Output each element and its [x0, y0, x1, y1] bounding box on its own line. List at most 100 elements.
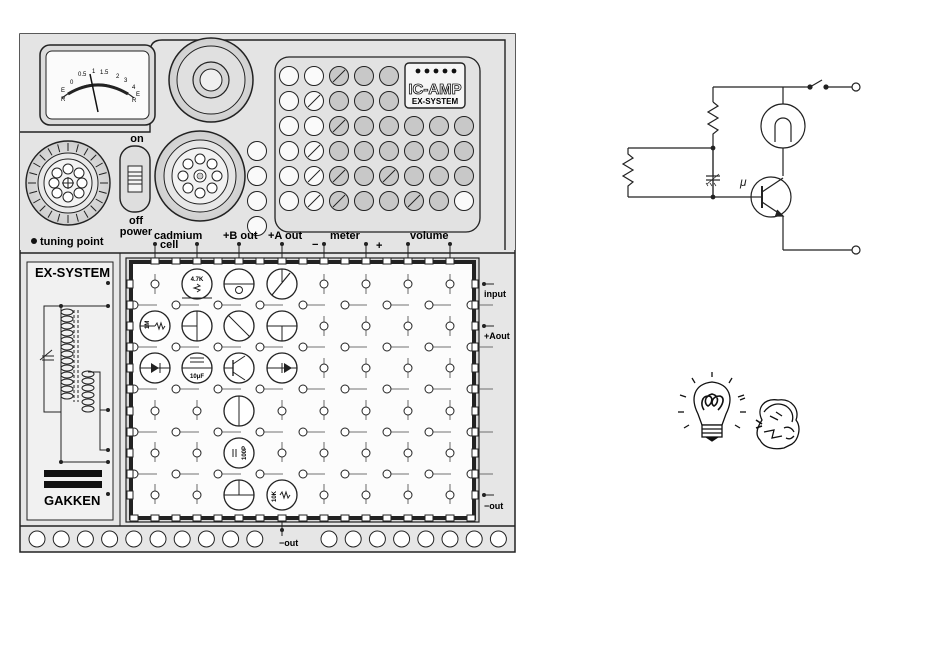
lightbulb-character-illustration — [678, 372, 799, 449]
breadboard-hole — [299, 343, 307, 351]
badge-top-text: IC-AMP — [408, 81, 461, 98]
breadboard-hole — [446, 491, 454, 499]
breadboard-hole — [172, 343, 180, 351]
side-pin-left — [127, 301, 133, 309]
breadboard-hole — [404, 449, 412, 457]
breadboard-hole — [425, 428, 433, 436]
bottom-pin — [446, 515, 454, 521]
panel-hole — [355, 67, 374, 86]
panel-hole — [248, 142, 267, 161]
connector-pin — [404, 258, 412, 264]
breadboard-hole — [383, 343, 391, 351]
side-pin-left — [127, 491, 133, 499]
side-pin-left — [127, 407, 133, 415]
breadboard-hole — [256, 301, 264, 309]
panel-hole — [248, 167, 267, 186]
brand-system: EX-SYSTEM — [35, 265, 110, 280]
bottom-pin — [193, 515, 201, 521]
side-pin-right — [472, 470, 478, 478]
switch-on-label: on — [130, 133, 144, 145]
breadboard-hole — [446, 407, 454, 415]
panel-hole — [380, 67, 399, 86]
breadboard-hole — [341, 301, 349, 309]
wire-cross-symbol — [182, 311, 212, 341]
side-pin-left — [127, 343, 133, 351]
breadboard-hole — [320, 364, 328, 372]
badge-dot — [452, 69, 457, 74]
transistor-symbol — [224, 353, 254, 383]
bottom-pin — [235, 515, 243, 521]
capacitor-100p-label: 100P — [242, 446, 248, 460]
resistor-10k-label: 10K — [272, 490, 278, 502]
panel-hole — [248, 192, 267, 211]
breadboard-hole — [172, 301, 180, 309]
breadboard-hole — [425, 470, 433, 478]
meter-tick-05: 0.5 — [78, 72, 87, 78]
panel-hole — [405, 167, 424, 186]
connector-pin — [214, 258, 222, 264]
bottom-socket — [466, 531, 482, 547]
bottom-pin — [299, 515, 307, 521]
panel-hole — [355, 192, 374, 211]
character-head-icon — [756, 400, 799, 449]
resistor-1m: 1M — [140, 311, 170, 341]
bottom-pin — [320, 515, 328, 521]
connector-pin — [172, 258, 180, 264]
breadboard-hole — [172, 428, 180, 436]
side-pin-left — [127, 364, 133, 372]
panel-hole — [455, 192, 474, 211]
meter-gauge: 0 0.5 1 1.5 2 3 4 E R E R — [40, 45, 155, 125]
connector-pin — [235, 258, 243, 264]
connector-pin — [151, 258, 159, 264]
bottom-socket — [321, 531, 337, 547]
breadboard-hole — [446, 322, 454, 330]
breadboard-hole — [383, 385, 391, 393]
bottom-socket — [150, 531, 166, 547]
breadboard-hole — [299, 428, 307, 436]
connector-pin — [425, 258, 433, 264]
vertical-wire-symbol — [224, 396, 254, 426]
connector-pin — [299, 258, 307, 264]
volume-hole — [207, 183, 217, 193]
speaker — [169, 38, 253, 122]
breadboard-hole — [256, 385, 264, 393]
terminal-top — [852, 83, 860, 91]
t-junction-symbol — [267, 311, 297, 341]
label-meter: meter — [330, 230, 361, 242]
connector-pin — [278, 258, 286, 264]
panel-hole — [405, 142, 424, 161]
transistor-label: μ — [739, 175, 747, 189]
breadboard-hole — [404, 407, 412, 415]
brand-bar-1 — [44, 470, 102, 477]
capacitor-10uf: 10μF — [182, 353, 212, 383]
breadboard-hole — [256, 343, 264, 351]
panel-hole — [330, 92, 349, 111]
breadboard-hole — [299, 301, 307, 309]
side-pin-left — [127, 428, 133, 436]
volume-hole — [178, 171, 188, 181]
breadboard-hole — [383, 428, 391, 436]
tuning-knob[interactable] — [26, 141, 110, 225]
volume-knob[interactable] — [155, 131, 245, 221]
breadboard-hole — [214, 470, 222, 478]
bottom-pin — [404, 515, 412, 521]
side-pin-right — [472, 491, 478, 499]
breadboard-hole — [446, 449, 454, 457]
breadboard-hole — [278, 407, 286, 415]
breadboard-hole — [383, 301, 391, 309]
panel-hole — [305, 117, 324, 136]
badge-bottom-text: EX-SYSTEM — [412, 97, 459, 106]
panel-hole — [280, 167, 299, 186]
coil-terminal — [106, 460, 110, 464]
panel-hole — [380, 142, 399, 161]
panel-hole — [380, 117, 399, 136]
trainer-board: 0 0.5 1 1.5 2 3 4 E R E R IC-AMP EX-SY — [20, 34, 515, 552]
panel-hole — [430, 142, 449, 161]
bottom-pin — [467, 515, 475, 521]
bottom-pin — [341, 515, 349, 521]
breadboard-hole — [214, 301, 222, 309]
bottom-socket — [126, 531, 142, 547]
panel-hole — [305, 67, 324, 86]
meter-tick-e-right: E — [136, 92, 140, 98]
coil-terminal — [106, 281, 110, 285]
